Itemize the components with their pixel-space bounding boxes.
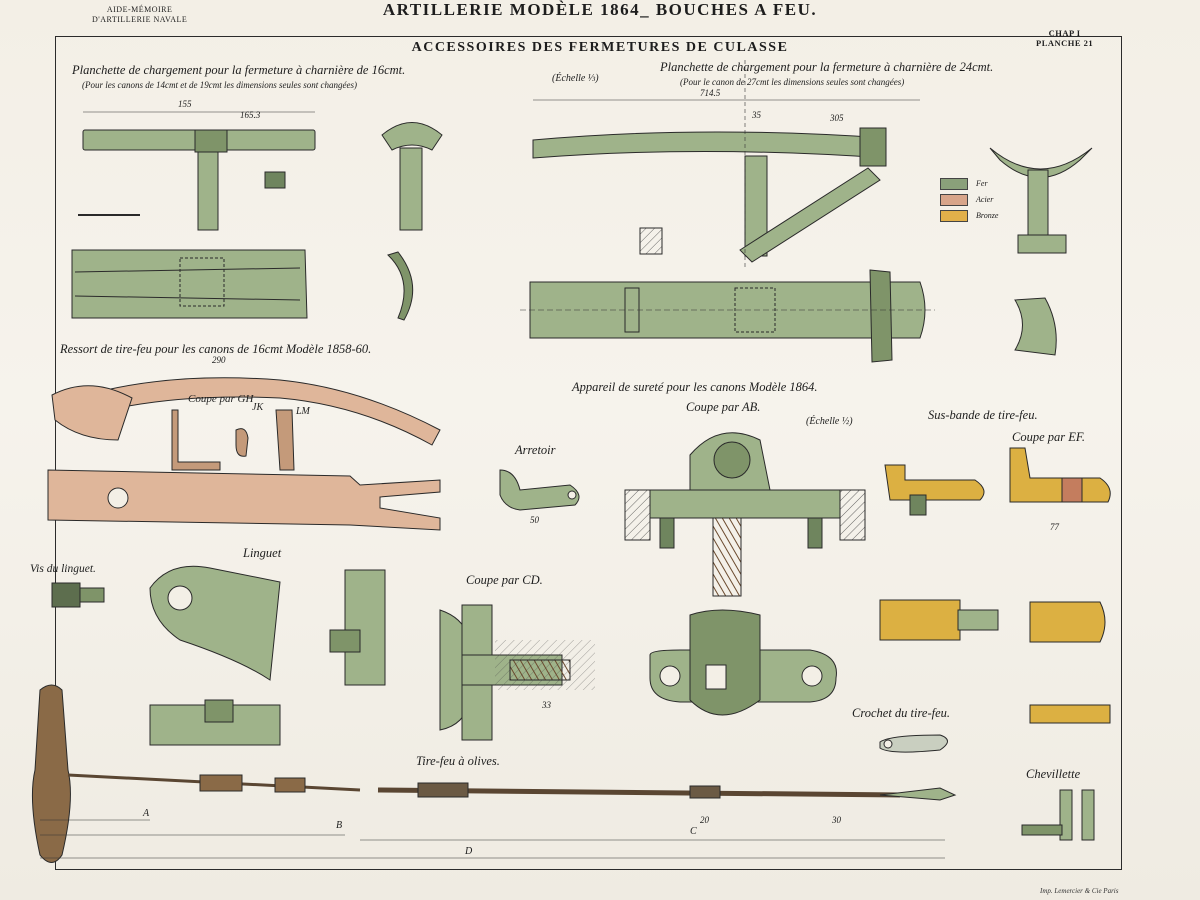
- corner-right-line-2: PLANCHE 21: [1036, 38, 1094, 48]
- coupe-cd-section: [439, 604, 595, 741]
- ressort-tire-feu: [47, 377, 441, 531]
- dim-20: 20: [700, 815, 709, 825]
- title-linguet: Linguet: [243, 546, 282, 560]
- sus-bande-part: [879, 447, 1111, 724]
- title-chevillette: Chevillette: [1026, 767, 1081, 781]
- plate-title: ARTILLERIE MODÈLE 1864_ BOUCHES A FEU.: [382, 0, 818, 19]
- dim-155: 155: [178, 99, 192, 109]
- title-appareil: Appareil de sureté pour les canons Modèl…: [572, 380, 818, 394]
- planchette-16-end-view: [381, 122, 443, 231]
- echelle-left: (Échelle ⅓): [552, 73, 599, 84]
- title-tire-feu: Tire-feu à olives.: [416, 754, 500, 768]
- legend-swatch-fer: [940, 178, 968, 190]
- title-arretoir: Arretoir: [515, 443, 556, 457]
- dim-77: 77: [1050, 522, 1059, 532]
- chevillette-part: [1021, 789, 1095, 841]
- corner-right-line-1: CHAP I: [1048, 28, 1081, 38]
- dim-305: 305: [830, 113, 844, 123]
- imprint-label: Imp. Lemercier & Cie Paris: [1040, 887, 1119, 895]
- planchette-24-side-view: [532, 127, 887, 263]
- dim-165: 165.3: [240, 110, 261, 120]
- plate-frame: [55, 36, 1122, 870]
- dim-letter-c: C: [690, 826, 697, 837]
- label-lm: LM: [296, 406, 310, 417]
- echelle-half: (Échelle ½): [806, 416, 853, 427]
- dim-letter-a: A: [143, 808, 150, 819]
- label-coupe-cd: Coupe par CD.: [466, 573, 543, 587]
- corner-left-line-2: D'ARTILLERIE NAVALE: [92, 15, 188, 24]
- label-coupe-ef: Coupe par EF.: [1012, 430, 1086, 444]
- dim-714: 714.5: [700, 88, 721, 98]
- label-coupe-gh: Coupe par GH: [188, 393, 254, 405]
- crochet-tire-feu: [879, 734, 948, 753]
- note-planchette-24: (Pour le canon de 27cmt les dimensions s…: [680, 77, 905, 87]
- tire-feu-olives: [31, 684, 957, 863]
- legend-label-fer: Fer: [976, 179, 988, 188]
- title-crochet: Crochet du tire-feu.: [852, 706, 951, 720]
- dim-33: 33: [542, 700, 551, 710]
- dim-35: 35: [752, 110, 761, 120]
- dim-30: 30: [832, 815, 841, 825]
- dim-290: 290: [212, 355, 226, 365]
- planchette-16-plan-view: [71, 249, 414, 321]
- title-sus-bande: Sus-bande de tire-feu.: [928, 408, 1038, 422]
- dim-50: 50: [530, 515, 539, 525]
- title-ressort: Ressort de tire-feu pour les canons de 1…: [60, 342, 372, 356]
- legend-swatch-acier: [940, 194, 968, 206]
- dim-letter-b: B: [336, 820, 343, 831]
- corner-label-left: AIDE-MÉMOIRE D'ARTILLERIE NAVALE: [92, 5, 187, 25]
- planchette-24-end-view: [989, 147, 1093, 356]
- legend-swatch-bronze: [940, 210, 968, 222]
- title-planchette-24: Planchette de chargement pour la fermetu…: [660, 60, 994, 74]
- note-planchette-16: (Pour les canons de 14cmt et de 19cmt le…: [82, 80, 357, 90]
- appareil-coupe-ab: [624, 432, 866, 597]
- dim-letter-d: D: [465, 846, 473, 857]
- appareil-plan-view: [649, 609, 837, 716]
- legend-label-acier: Acier: [976, 195, 994, 204]
- title-planchette-16: Planchette de chargement pour la fermetu…: [72, 63, 406, 77]
- planchette-16-side-view: [78, 129, 316, 231]
- label-jk: JK: [252, 402, 264, 413]
- corner-label-right: CHAP I PLANCHE 21: [1036, 28, 1093, 48]
- linguet-part: [149, 565, 386, 746]
- plate-subtitle: ACCESSOIRES DES FERMETURES DE CULASSE: [411, 40, 789, 55]
- arretoir-part: [499, 469, 580, 511]
- vis-linguet-part: [51, 582, 105, 608]
- label-coupe-ab: Coupe par AB.: [686, 400, 761, 414]
- legend-label-bronze: Bronze: [976, 211, 999, 220]
- title-vis-linguet: Vis du linguet.: [30, 563, 96, 575]
- planchette-24-plan-view: [529, 269, 926, 363]
- corner-left-line-1: AIDE-MÉMOIRE: [106, 5, 173, 14]
- dimension-lines: [40, 60, 945, 859]
